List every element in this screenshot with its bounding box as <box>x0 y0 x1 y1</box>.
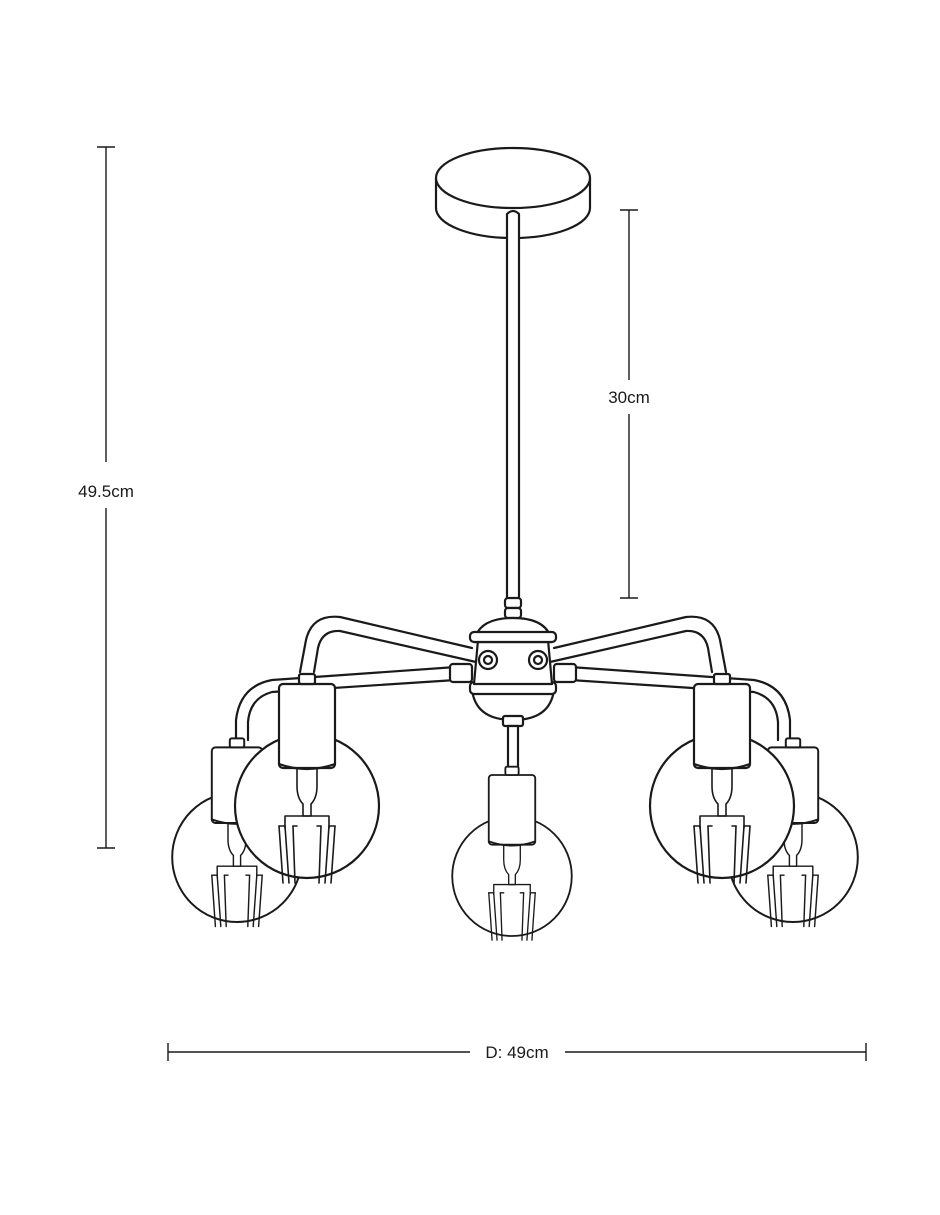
height-label: 49.5cm <box>78 482 134 501</box>
central-hub <box>468 616 558 728</box>
diameter-dimension: D: 49cm <box>167 1043 867 1062</box>
globe-bulb-icon <box>451 765 573 942</box>
chandelier-icon <box>171 146 859 942</box>
rod-length-dimension: 30cm <box>608 209 650 599</box>
height-dimension: 49.5cm <box>78 146 134 849</box>
rod-length-label: 30cm <box>608 388 650 407</box>
suspension-rod <box>503 209 523 620</box>
center-lamp-stem <box>506 724 520 770</box>
ceiling-canopy <box>434 146 592 240</box>
diameter-label: D: 49cm <box>485 1043 548 1062</box>
globe-bulb-icon <box>233 672 381 885</box>
back-arms <box>234 615 792 742</box>
